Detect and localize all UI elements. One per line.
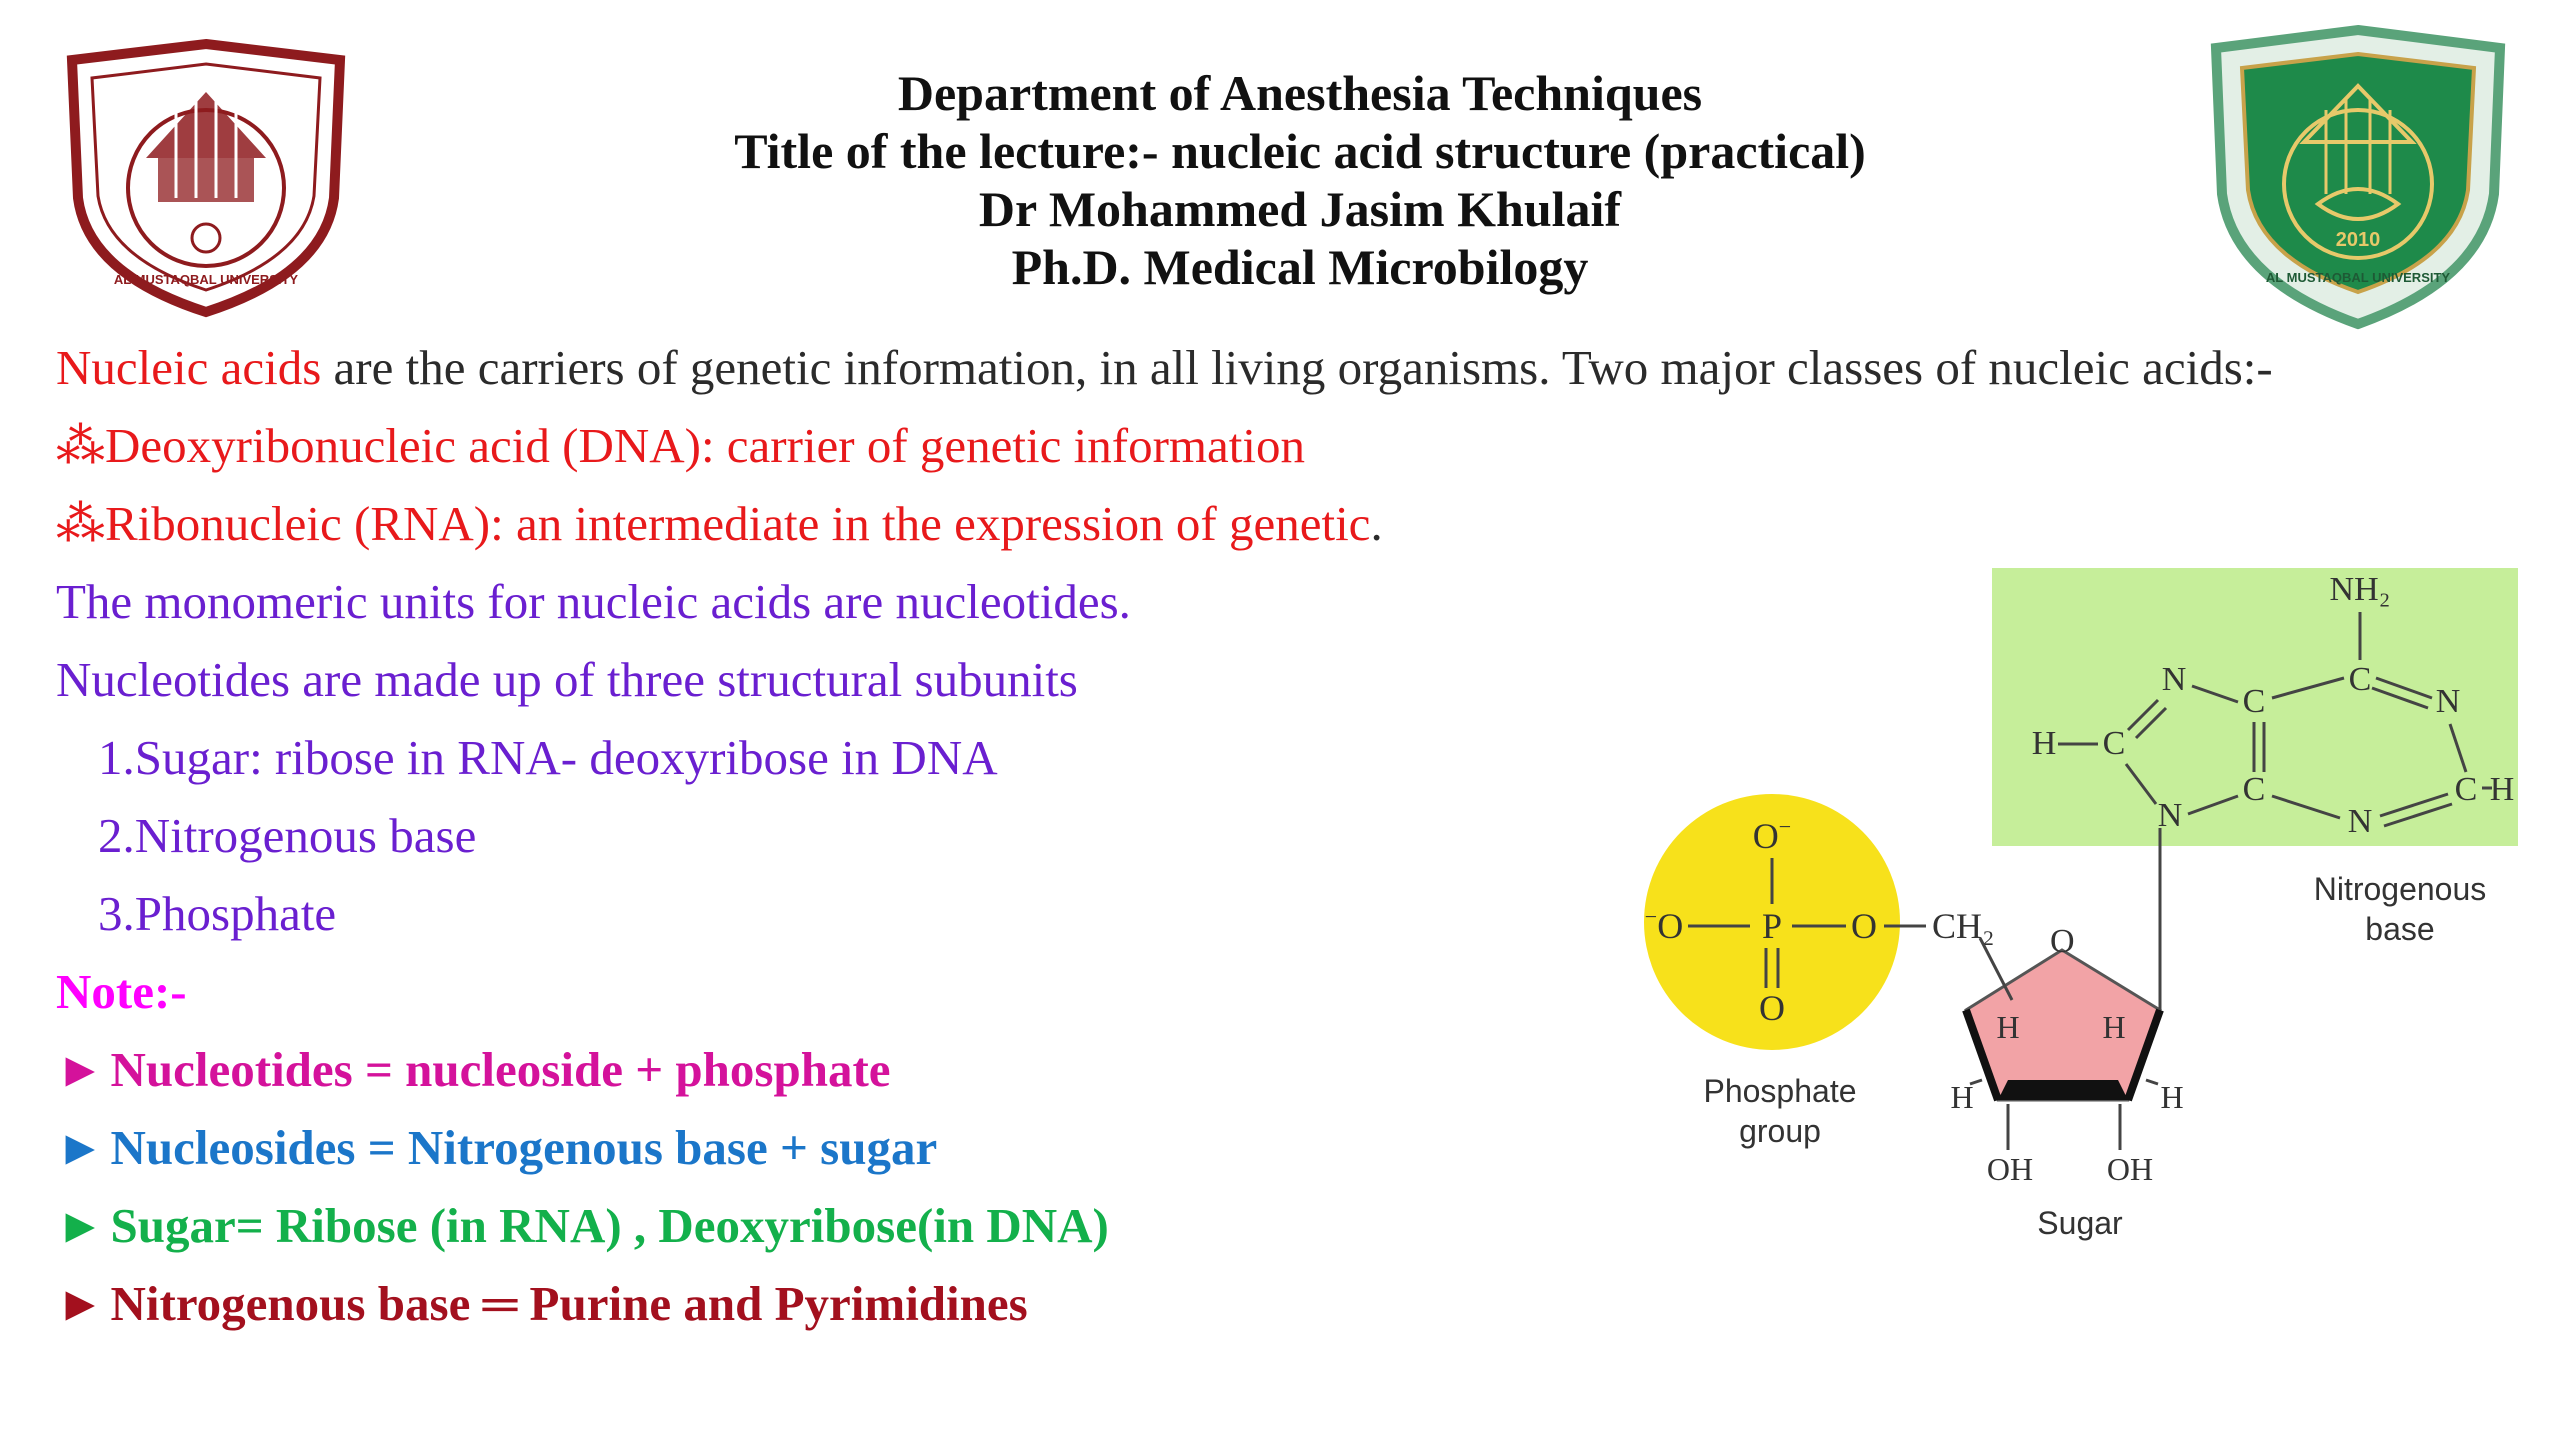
svg-text:C: C [2103, 725, 2126, 762]
svg-text:P: P [1762, 906, 1782, 946]
arrow-icon: ► [56, 1120, 105, 1175]
phosphate-label-2: group [1739, 1113, 1821, 1149]
logo-right-year: 2010 [2336, 229, 2381, 251]
note-text: Sugar= Ribose (in RNA) , Deoxyribose(in … [110, 1198, 1109, 1253]
arrow-icon: ► [56, 1198, 105, 1253]
phosphate-label-1: Phosphate [1703, 1073, 1856, 1109]
svg-text:N: N [2436, 683, 2461, 720]
note-label: Note:- [56, 964, 187, 1019]
base-label-2: base [2365, 911, 2434, 947]
intro-line: Nucleic acids are the carriers of geneti… [56, 338, 2273, 398]
lecturer-name: Dr Mohammed Jasim Khulaif [978, 181, 1622, 237]
sugar-ring [1964, 948, 2162, 1102]
arrow-icon: ► [56, 1276, 105, 1331]
svg-text:H: H [2160, 1079, 2183, 1115]
svg-text:H: H [2102, 1009, 2125, 1045]
note-nucleosides: ►Nucleosides = Nitrogenous base + sugar [56, 1118, 937, 1178]
ch2-label: CH₂ [1932, 906, 1995, 946]
svg-text:OH: OH [1987, 1151, 2033, 1187]
class-rna-tail: . [1370, 496, 1383, 551]
note-text: Nitrogenous base ═ Purine and Pyrimidine… [110, 1276, 1028, 1331]
svg-text:H: H [2490, 771, 2515, 808]
svg-text:N: N [2348, 803, 2373, 840]
svg-text:O: O [1851, 906, 1877, 946]
svg-text:O: O [1759, 988, 1785, 1028]
arrow-icon: ► [56, 1042, 105, 1097]
subunit-phosphate: 3.Phosphate [98, 886, 337, 941]
svg-text:C: C [2243, 771, 2266, 808]
intro-term: Nucleic acids [56, 340, 322, 395]
subunit-base: 2.Nitrogenous base [98, 808, 477, 863]
university-logo-left: AL MUSTAQBAL UNIVERSITY [66, 38, 346, 318]
lecture-title: Title of the lecture:- nucleic acid stru… [734, 123, 1866, 179]
svg-text:N: N [2158, 797, 2183, 834]
lecturer-degree: Ph.D. Medical Microbilogy [1011, 239, 1589, 295]
subunits-line: Nucleotides are made up of three structu… [56, 652, 1078, 707]
class-dna-text: Deoxyribonucleic acid (DNA): carrier of … [105, 418, 1305, 473]
department-title: Department of Anesthesia Techniques [897, 65, 1703, 121]
svg-text:C: C [2243, 683, 2266, 720]
phosphate-circle [1644, 794, 1900, 1050]
note-text: Nucleosides = Nitrogenous base + sugar [110, 1120, 938, 1175]
svg-text:H: H [1996, 1009, 2019, 1045]
class-rna-text: Ribonucleic (RNA): an intermediate in th… [105, 496, 1371, 551]
svg-text:OH: OH [2107, 1151, 2153, 1187]
logo-right-text: AL MUSTAQBAL UNIVERSITY [2266, 270, 2451, 285]
svg-text:N: N [2162, 661, 2187, 698]
class-bullet-icon: ⁂ [56, 418, 105, 473]
class-dna: ⁂Deoxyribonucleic acid (DNA): carrier of… [56, 416, 1305, 476]
slide-header: Department of Anesthesia Techniques Titl… [520, 64, 2080, 296]
class-bullet-icon: ⁂ [56, 496, 105, 551]
svg-text:H: H [1950, 1079, 1973, 1115]
svg-text:H: H [2032, 725, 2057, 762]
svg-text:C: C [2455, 771, 2478, 808]
note-base: ►Nitrogenous base ═ Purine and Pyrimidin… [56, 1274, 1028, 1334]
note-nucleotides: ►Nucleotides = nucleoside + phosphate [56, 1040, 891, 1100]
logo-left-text: AL MUSTAQBAL UNIVERSITY [114, 272, 299, 287]
base-label-1: Nitrogenous [2314, 871, 2487, 907]
subunit-sugar: 1.Sugar: ribose in RNA- deoxyribose in D… [98, 730, 998, 785]
svg-text:−O: −O [1645, 904, 1683, 946]
note-text: Nucleotides = nucleoside + phosphate [110, 1042, 891, 1097]
class-rna: ⁂Ribonucleic (RNA): an intermediate in t… [56, 494, 1383, 554]
sugar-label: Sugar [2037, 1205, 2123, 1241]
note-sugar: ►Sugar= Ribose (in RNA) , Deoxyribose(in… [56, 1196, 1109, 1256]
intro-rest: are the carriers of genetic information,… [321, 340, 2273, 395]
university-logo-right: 2010 AL MUSTAQBAL UNIVERSITY [2210, 24, 2506, 330]
svg-text:O: O [2050, 923, 2075, 960]
nh2-label: NH₂ [2330, 571, 2391, 608]
monomer-line: The monomeric units for nucleic acids ar… [56, 574, 1131, 629]
svg-text:C: C [2349, 661, 2372, 698]
